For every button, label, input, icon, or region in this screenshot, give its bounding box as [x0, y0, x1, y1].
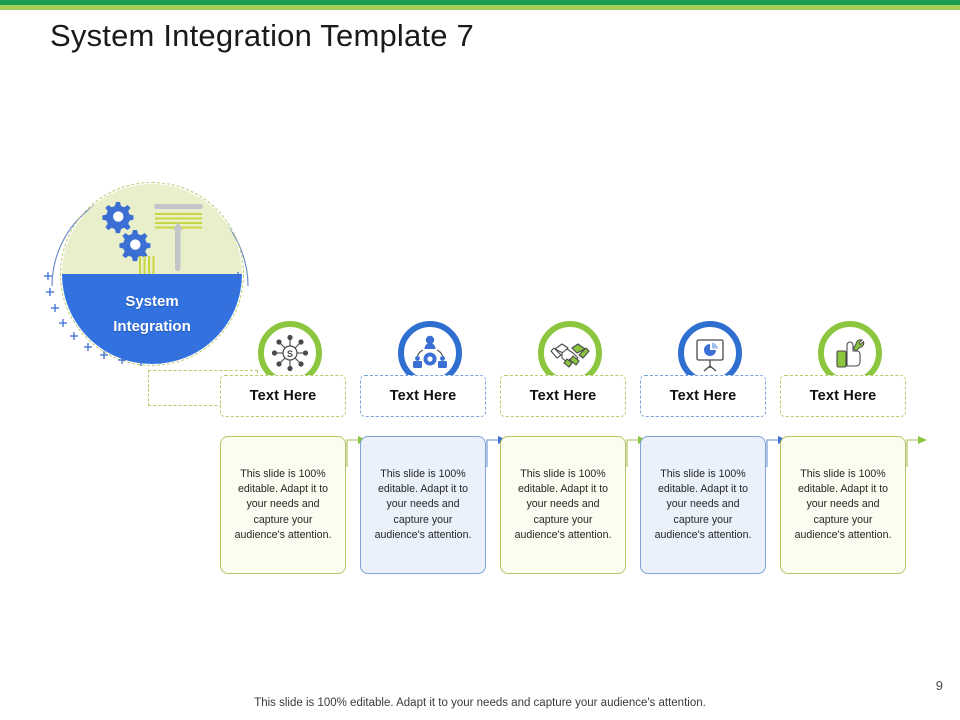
heading-box-4[interactable]: Text Here	[640, 375, 766, 417]
heading-box-1[interactable]: Text Here	[220, 375, 346, 417]
hub-label: System Integration	[62, 290, 242, 340]
heading-label-3: Text Here	[529, 388, 597, 404]
body-text-5: This slide is 100% editable. Adapt it to…	[794, 468, 892, 541]
icon-ring-wrap-1: S	[220, 318, 360, 384]
body-box-4[interactable]: This slide is 100% editable. Adapt it to…	[640, 436, 766, 574]
svg-text:S: S	[287, 349, 293, 359]
body-text-2: This slide is 100% editable. Adapt it to…	[374, 468, 472, 541]
network-hub-icon[interactable]: S	[255, 318, 325, 384]
handshake-icon[interactable]	[535, 318, 605, 384]
page-title: System Integration Template 7	[50, 18, 474, 53]
heading-label-1: Text Here	[249, 388, 317, 404]
footer-note: This slide is 100% editable. Adapt it to…	[254, 697, 706, 709]
presentation-chart-icon[interactable]	[675, 318, 745, 384]
body-box-3[interactable]: This slide is 100% editable. Adapt it to…	[500, 436, 626, 574]
heading-box-5[interactable]: Text Here	[780, 375, 906, 417]
top-stripe-dark	[0, 0, 960, 5]
gears-icon	[102, 202, 203, 274]
top-stripe-light	[0, 5, 960, 10]
body-text-3: This slide is 100% editable. Adapt it to…	[514, 468, 612, 541]
body-text-1: This slide is 100% editable. Adapt it to…	[234, 468, 332, 541]
heading-box-2[interactable]: Text Here	[360, 375, 486, 417]
hub-label-line2: Integration	[113, 317, 191, 335]
page-number: 9	[935, 678, 943, 693]
hub-label-line1: System	[125, 293, 179, 310]
icon-ring-wrap-3	[500, 318, 640, 384]
heading-label-4: Text Here	[669, 388, 737, 404]
hub-dashed-ring	[60, 182, 244, 366]
icon-ring-wrap-4	[640, 318, 780, 384]
body-box-1[interactable]: This slide is 100% editable. Adapt it to…	[220, 436, 346, 574]
plus-decoration	[44, 272, 242, 366]
body-box-5[interactable]: This slide is 100% editable. Adapt it to…	[780, 436, 906, 574]
connector-arrow-5	[906, 436, 927, 467]
system-integration-hub: System Integration	[44, 168, 256, 380]
heading-box-3[interactable]: Text Here	[500, 375, 626, 417]
heading-label-5: Text Here	[809, 388, 877, 404]
heading-label-2: Text Here	[389, 388, 457, 404]
body-box-2[interactable]: This slide is 100% editable. Adapt it to…	[360, 436, 486, 574]
body-text-4: This slide is 100% editable. Adapt it to…	[654, 468, 752, 541]
